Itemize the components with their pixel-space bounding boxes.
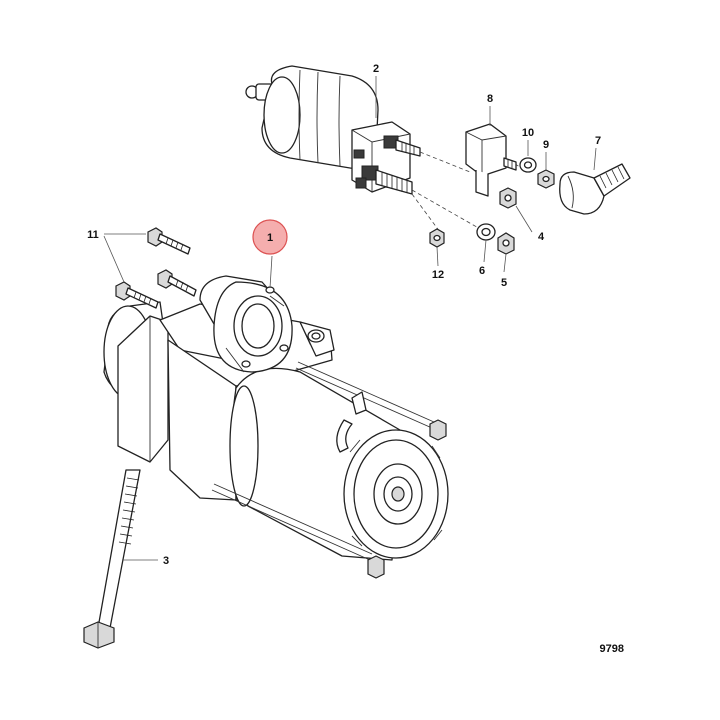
alignment-line: [411, 193, 441, 233]
washer-10: [519, 157, 537, 173]
callout-3[interactable]: 3: [163, 555, 169, 567]
terminal-bracket: [465, 123, 517, 197]
callout-6[interactable]: 6: [479, 265, 485, 277]
long-bolt-3: [83, 469, 141, 649]
callout-7[interactable]: 7: [595, 135, 601, 147]
callout-2[interactable]: 2: [373, 63, 379, 75]
callout-4[interactable]: 4: [538, 231, 545, 243]
callout-11[interactable]: 11: [87, 229, 99, 241]
bolt-11-middle: [157, 269, 197, 297]
callout-12[interactable]: 12: [432, 269, 444, 281]
nut-9: [537, 169, 555, 189]
alignment-line: [419, 151, 471, 173]
callout-9[interactable]: 9: [543, 139, 549, 151]
drive-housing: [199, 275, 293, 373]
callout-1-highlight[interactable]: [252, 219, 288, 255]
nut-12: [429, 228, 445, 248]
nut-5: [497, 232, 515, 255]
bolt-11-lower: [115, 281, 159, 309]
washer-6: [476, 223, 496, 241]
bolt-11-upper: [147, 227, 191, 255]
figure-reference-number: 9798: [600, 643, 624, 655]
alignment-line: [411, 189, 483, 231]
leader-lines: [103, 76, 597, 561]
callout-10[interactable]: 10: [522, 127, 534, 139]
callout-5[interactable]: 5: [501, 277, 507, 289]
terminal-boot: [559, 163, 631, 215]
solenoid: [245, 65, 421, 195]
callout-1[interactable]: 1: [267, 232, 273, 244]
callout-8[interactable]: 8: [487, 93, 493, 105]
nut-4: [499, 187, 517, 209]
